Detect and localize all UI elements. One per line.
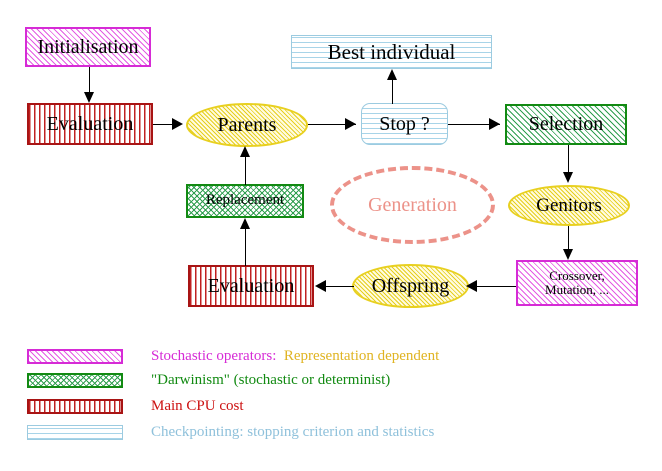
node-crossover-mutation[interactable]: Crossover, Mutation, ... (516, 260, 638, 306)
arrowhead-down (84, 92, 94, 103)
arrowhead-right (345, 118, 356, 130)
arrow-stop-to-selection (448, 124, 500, 125)
node-stop[interactable]: Stop ? (361, 103, 448, 145)
legend-row-stochastic: Stochastic operators: Representation dep… (0, 345, 662, 367)
legend-label-cpu-cost: Main CPU cost (151, 397, 244, 414)
arrow-selection-to-genitors (568, 145, 569, 177)
legend-label-stochastic: Stochastic operators: Representation dep… (151, 348, 439, 365)
arrow-evaluation-to-replacement (245, 222, 246, 266)
legend-label-stochastic-part1: Stochastic operators: (151, 347, 277, 364)
arrowhead-up (387, 69, 397, 80)
arrow-genitors-to-crossover (568, 226, 569, 254)
arrow-evaluation-to-parents (153, 124, 180, 125)
legend-swatch-magenta-diagonal-hatch-icon (27, 348, 123, 364)
node-initialisation[interactable]: Initialisation (25, 27, 151, 67)
legend-label-representation-dependent: Representation dependent (276, 347, 440, 364)
node-offspring[interactable]: Offspring (352, 264, 469, 308)
node-replacement[interactable]: Replacement (186, 184, 304, 218)
legend-row-checkpointing: Checkpointing: stopping criterion and st… (0, 421, 662, 443)
legend-label-darwinism: "Darwinism" (stochastic or determinist) (151, 371, 391, 388)
arrow-parents-to-stop (308, 124, 356, 125)
node-genitors[interactable]: Genitors (508, 185, 630, 226)
arrowhead-down (563, 249, 573, 260)
arrowhead-up (240, 218, 250, 229)
arrowhead-right (489, 118, 500, 130)
legend-label-checkpointing: Checkpointing: stopping criterion and st… (151, 423, 435, 440)
arrow-replacement-to-parents (245, 152, 246, 185)
legend-row-darwinism: "Darwinism" (stochastic or determinist) (0, 369, 662, 391)
arrow-crossover-to-offspring (474, 286, 516, 287)
arrowhead-up (240, 146, 250, 157)
node-evaluation-bottom[interactable]: Evaluation (188, 265, 314, 307)
arrow-offspring-to-evaluation (322, 286, 354, 287)
legend-row-cpu-cost: Main CPU cost (0, 395, 662, 417)
arrow-initialisation-to-evaluation (89, 67, 90, 97)
arrowhead-left (315, 280, 326, 292)
legend-swatch-green-cross-hatch-icon (27, 372, 123, 388)
legend-swatch-blue-horizontal-hatch-icon (27, 424, 123, 440)
arrow-stop-to-best-individual (392, 72, 393, 104)
arrowhead-right (172, 118, 183, 130)
node-selection[interactable]: Selection (505, 104, 627, 145)
node-generation: Generation (330, 166, 495, 244)
node-evaluation-top[interactable]: Evaluation (27, 103, 153, 145)
legend-swatch-red-vertical-hatch-icon (27, 398, 123, 414)
arrowhead-left (466, 280, 477, 292)
node-best-individual[interactable]: Best individual (291, 35, 492, 69)
node-parents[interactable]: Parents (186, 103, 308, 147)
arrowhead-down (563, 172, 573, 183)
